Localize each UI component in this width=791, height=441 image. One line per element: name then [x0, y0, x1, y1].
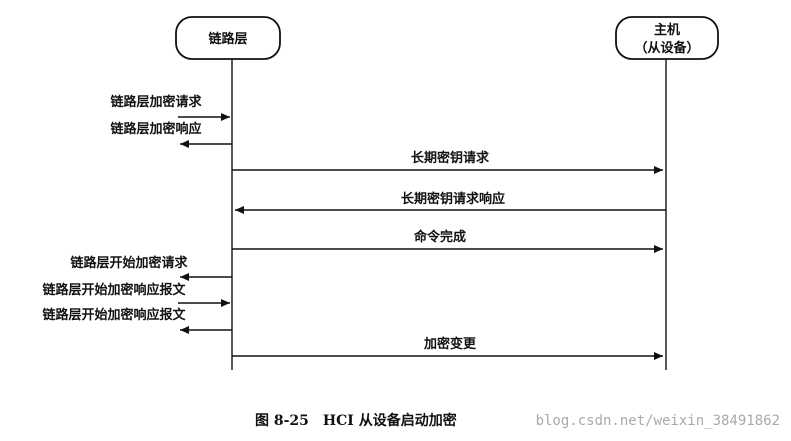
message-label: 链路层加密请求 [109, 94, 202, 110]
message-llencreq: 链路层加密请求 [109, 94, 230, 121]
participant-host-label-1: 主机 [654, 22, 680, 38]
message-encryption-change: 加密变更 [232, 336, 663, 360]
message-label: 加密变更 [423, 336, 477, 352]
message-start-enc-rsp-in: 链路层开始加密响应报文 [41, 282, 230, 307]
message-label: 链路层加密响应 [109, 121, 201, 137]
message-label: 长期密钥请求响应 [401, 191, 505, 207]
message-label: 长期密钥请求 [411, 150, 490, 166]
participant-link-layer: 链路层 [175, 16, 281, 60]
message-llencrsp: 链路层加密响应 [109, 121, 232, 148]
message-label: 命令完成 [413, 229, 466, 245]
figure-caption: 图 8-25 HCI 从设备启动加密 [255, 412, 457, 429]
participant-host: 主机 （从设备） [615, 16, 719, 60]
message-start-enc-req: 链路层开始加密请求 [69, 255, 232, 281]
message-label: 链路层开始加密响应报文 [41, 307, 186, 323]
message-ltk-request: 长期密钥请求 [232, 150, 663, 174]
participant-link-layer-label: 链路层 [207, 31, 247, 47]
watermark: blog.csdn.net/weixin_38491862 [536, 413, 780, 429]
message-label: 链路层开始加密响应报文 [41, 282, 186, 298]
message-ltk-request-reply: 长期密钥请求响应 [235, 191, 666, 214]
message-label: 链路层开始加密请求 [69, 255, 188, 271]
message-start-enc-rsp-out: 链路层开始加密响应报文 [41, 307, 232, 334]
message-command-complete: 命令完成 [232, 229, 663, 253]
participant-host-label-2: （从设备） [634, 40, 699, 56]
